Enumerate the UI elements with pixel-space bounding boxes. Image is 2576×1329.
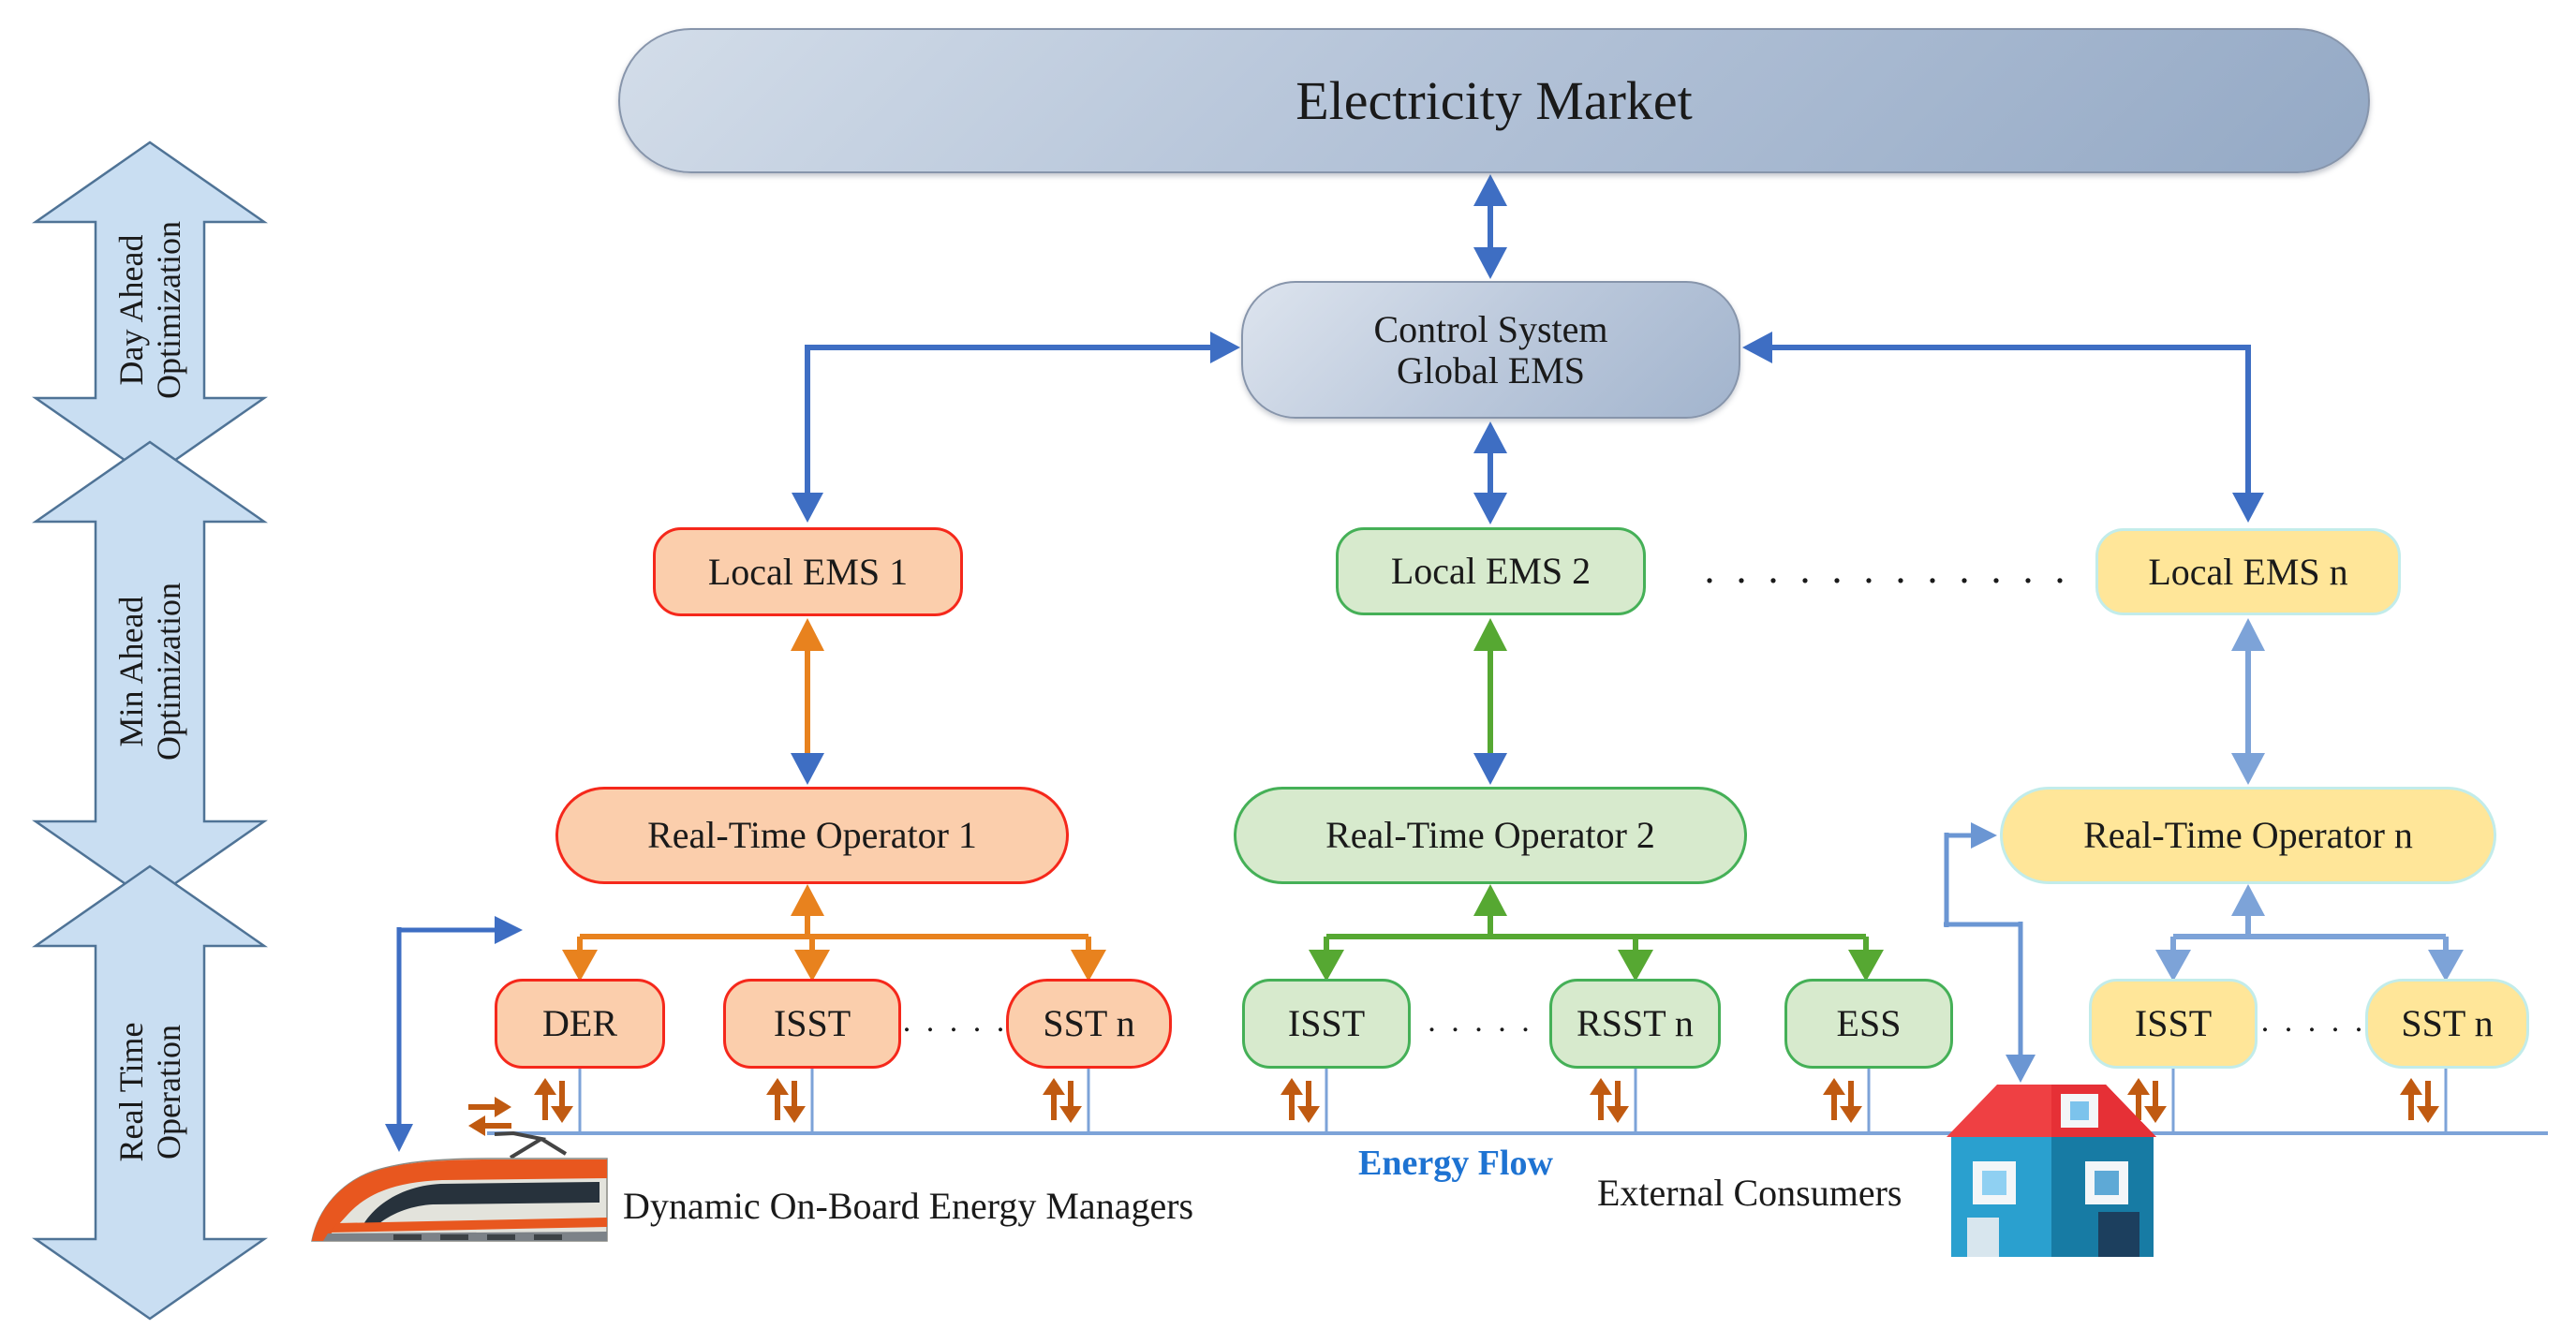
train-link <box>385 916 523 1152</box>
control-system-global-ems-node: Control System Global EMS <box>1241 281 1740 419</box>
ts3-line2: Operation <box>150 1025 187 1159</box>
consumer-link <box>1944 822 2036 1083</box>
day-ahead-optimization-label: Day Ahead Optimization <box>89 113 211 507</box>
cs-ems2-link <box>1473 421 1507 524</box>
local-ems-1-node: Local EMS 1 <box>653 527 963 616</box>
rto1-device-branch <box>562 884 1106 982</box>
cs-ems1-link <box>792 332 1240 523</box>
real-time-operation-label: Real Time Operation <box>89 895 211 1289</box>
market-cs-link <box>1473 174 1507 279</box>
sst-n-1-node: SST n <box>1006 979 1172 1069</box>
rto2-device-branch <box>1309 884 1884 982</box>
ts1-line2: Optimization <box>150 221 187 399</box>
train-icon <box>311 1130 608 1242</box>
ess-node: ESS <box>1784 979 1953 1069</box>
local-ems-2-node: Local EMS 2 <box>1336 527 1646 615</box>
ems2-rto2-link <box>1473 618 1507 785</box>
cs-emsn-link <box>1742 332 2264 523</box>
ts2-line2: Optimization <box>150 583 187 760</box>
isst-1-node: ISST <box>723 979 901 1069</box>
min-ahead-optimization-label: Min Ahead Optimization <box>89 475 211 868</box>
real-time-operator-n-node: Real-Time Operator n <box>2000 787 2496 884</box>
isst-3-node: ISST <box>2089 979 2258 1069</box>
sst-n-3-node: SST n <box>2365 979 2529 1069</box>
energy-flow-label: Energy Flow <box>1358 1144 1553 1184</box>
house-icon <box>1947 1085 2156 1257</box>
ts3-line1: Real Time <box>111 1022 150 1162</box>
device-bus-drops <box>578 1069 2448 1133</box>
external-consumers-label: External Consumers <box>1597 1172 1902 1214</box>
isst-2-node: ISST <box>1242 979 1411 1069</box>
group3-ellipsis: . . . . . <box>2260 1004 2367 1039</box>
ems1-rto1-link <box>791 618 824 785</box>
ems-ellipsis: . . . . . . . . . . . . <box>1704 545 2071 592</box>
cs-line1: Control System <box>1373 307 1608 350</box>
local-ems-n-node: Local EMS n <box>2095 528 2401 615</box>
real-time-operator-2-node: Real-Time Operator 2 <box>1234 787 1747 884</box>
cs-line2: Global EMS <box>1396 348 1586 391</box>
ts1-line1: Day Ahead <box>111 234 150 386</box>
real-time-arrow-shape <box>32 864 268 1321</box>
group1-ellipsis: . . . . . <box>902 1004 1009 1039</box>
electricity-market-node: Electricity Market <box>618 28 2370 173</box>
ts2-line1: Min Ahead <box>111 596 150 747</box>
energy-exchange-arrows <box>534 1078 2439 1123</box>
real-time-operator-1-node: Real-Time Operator 1 <box>555 787 1069 884</box>
timescale-arrows-shapes <box>32 140 268 1321</box>
emsn-rton-link <box>2231 618 2265 785</box>
group2-ellipsis: . . . . . <box>1428 1004 1533 1039</box>
train-caption: Dynamic On-Board Energy Managers <box>623 1185 1194 1227</box>
der-node: DER <box>495 979 665 1069</box>
rsst-n-node: RSST n <box>1549 979 1721 1069</box>
left-right-exchange-icon <box>468 1097 511 1136</box>
rton-device-branch <box>2155 884 2464 982</box>
